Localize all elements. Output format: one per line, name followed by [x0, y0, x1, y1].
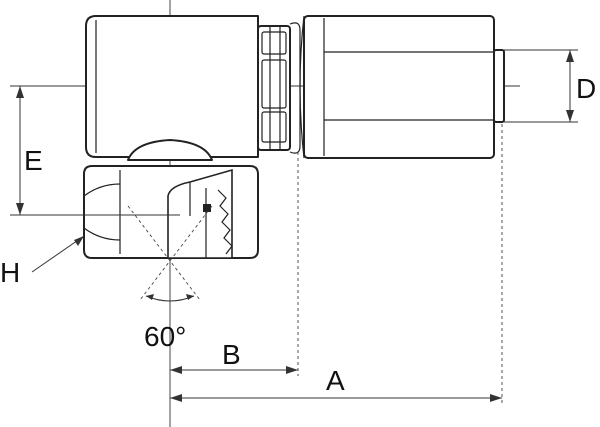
- dimension-a-label: A: [326, 365, 345, 396]
- dimension-h-label: H: [0, 257, 20, 288]
- cone-angle-lines: [127, 205, 213, 302]
- swivel-nut: [83, 165, 259, 259]
- dimension-h: [31, 235, 85, 273]
- elbow-body: [85, 15, 259, 158]
- dimension-d: [504, 49, 578, 123]
- angle-label: 60°: [144, 321, 186, 352]
- collar-rings: [257, 22, 301, 154]
- dimension-b-label: B: [222, 339, 241, 370]
- swivel-neck: [127, 139, 213, 161]
- dimension-e-label: E: [24, 145, 43, 176]
- dimension-e: [10, 85, 180, 216]
- dimension-a: [170, 124, 503, 404]
- dimension-b: [170, 152, 299, 376]
- hose-sleeve: [299, 15, 505, 159]
- dimension-d-label: D: [576, 73, 596, 104]
